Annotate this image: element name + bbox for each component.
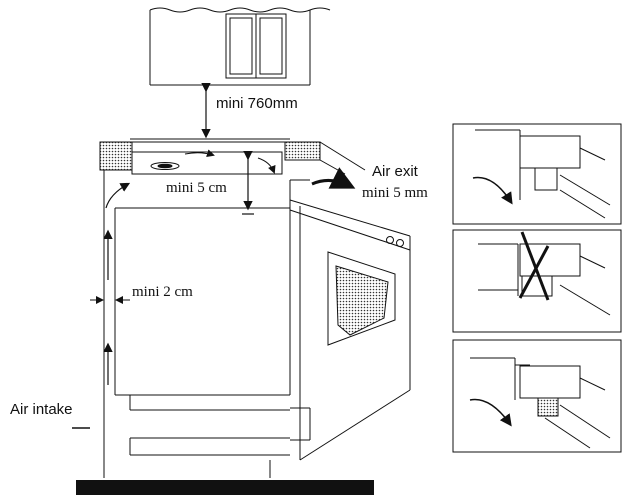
inset-incorrect-fit [452,229,622,333]
label-air-exit: Air exit [372,163,419,180]
label-mini-5mm: mini 5 mm [362,185,428,201]
air-exit-arrow [311,167,356,189]
oven [269,199,411,478]
inset-correct-fit-top [452,123,622,225]
wall-cabinet [149,7,331,86]
inset-correct-fit-bottom [452,339,622,453]
air-intake-arrows [103,182,131,385]
cabinet-body [103,170,310,478]
clearance-5cm-arrow [242,150,254,215]
floor [76,480,374,495]
label-mini-760: mini 760mm [216,95,298,112]
countertop [99,138,366,175]
label-mini-5cm: mini 5 cm [166,180,227,196]
label-air-intake: Air intake [10,401,73,418]
hob [131,149,283,175]
label-mini-2cm: mini 2 cm [132,284,193,300]
